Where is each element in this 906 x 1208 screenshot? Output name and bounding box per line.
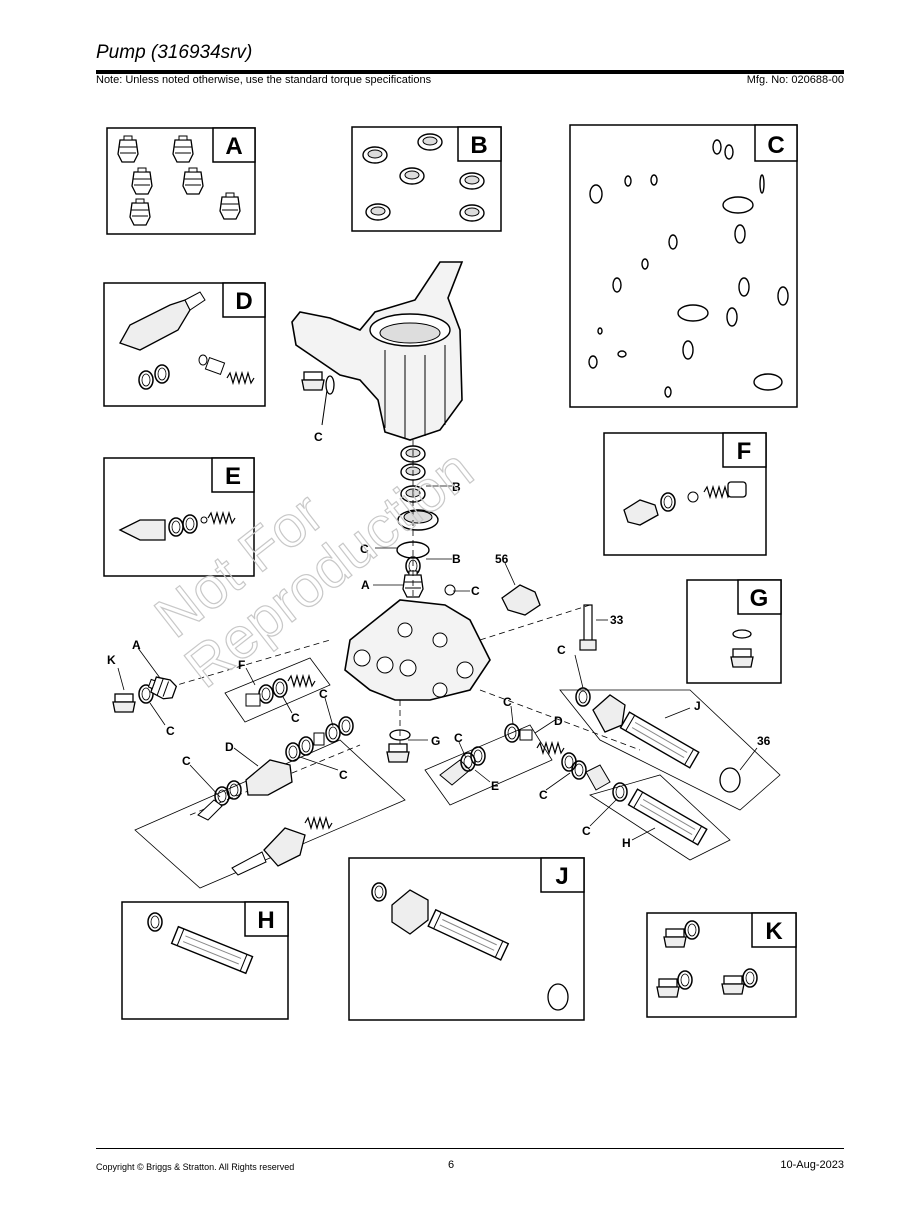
svg-text:B: B [452, 480, 461, 494]
kit-label-j: J [555, 863, 568, 890]
svg-text:36: 36 [757, 734, 771, 748]
kit-label-a: A [225, 133, 242, 160]
svg-text:56: 56 [495, 552, 509, 566]
svg-text:C: C [339, 768, 348, 782]
pump-manifold [344, 599, 491, 701]
svg-text:C: C [166, 724, 175, 738]
kit-label-f: F [737, 438, 752, 465]
kit-label-h: H [257, 907, 274, 934]
svg-text:C: C [314, 430, 323, 444]
svg-text:B: B [452, 552, 461, 566]
kit-box-g [686, 579, 782, 684]
svg-text:C: C [471, 584, 480, 598]
svg-text:C: C [454, 731, 463, 745]
mfg-number: Mfg. No: 020688-00 [746, 74, 844, 86]
kit-box-a [106, 127, 256, 235]
header-rule [96, 70, 844, 74]
svg-text:C: C [360, 542, 369, 556]
page-title: Pump (316934srv) [96, 42, 253, 63]
svg-text:H: H [622, 836, 631, 850]
svg-text:C: C [539, 788, 548, 802]
svg-text:D: D [554, 714, 563, 728]
svg-text:J: J [694, 699, 701, 713]
svg-text:K: K [107, 653, 116, 667]
leader-lines [117, 485, 758, 841]
svg-text:F: F [238, 658, 245, 672]
footer-rule [96, 1148, 844, 1149]
page-number: 6 [448, 1159, 455, 1171]
svg-text:C: C [582, 824, 591, 838]
callout-labels: C B C B A C 56 33 C J 36 A K C F C C D C… [107, 430, 771, 850]
svg-text:C: C [503, 695, 512, 709]
kit-label-b: B [470, 132, 487, 159]
kit-box-k [646, 912, 797, 1018]
kit-label-g: G [750, 585, 769, 612]
kit-box-f [603, 432, 767, 556]
svg-text:33: 33 [610, 613, 624, 627]
document-date: 10-Aug-2023 [780, 1159, 844, 1171]
pump-crankcase [291, 261, 464, 441]
kit-label-e: E [225, 463, 241, 490]
torque-note: Note: Unless noted otherwise, use the st… [96, 74, 432, 86]
kit-box-c [569, 124, 798, 408]
kit-box-e [103, 457, 255, 577]
kit-box-j [348, 857, 585, 1021]
kit-box-h [121, 901, 289, 1020]
kit-label-k: K [765, 918, 783, 945]
svg-text:A: A [132, 638, 141, 652]
kit-box-d [103, 282, 266, 407]
seal-stack [396, 445, 456, 598]
svg-text:C: C [557, 643, 566, 657]
svg-text:D: D [225, 740, 234, 754]
svg-text:C: C [291, 711, 300, 725]
copyright-text: Copyright © Briggs & Stratton. All Right… [96, 1162, 295, 1172]
svg-text:A: A [361, 578, 370, 592]
svg-text:G: G [431, 734, 440, 748]
svg-text:C: C [319, 687, 328, 701]
svg-text:E: E [491, 779, 499, 793]
svg-text:C: C [182, 754, 191, 768]
kit-box-b [351, 126, 502, 232]
kit-label-d: D [235, 288, 252, 315]
kit-label-c: C [767, 132, 784, 159]
